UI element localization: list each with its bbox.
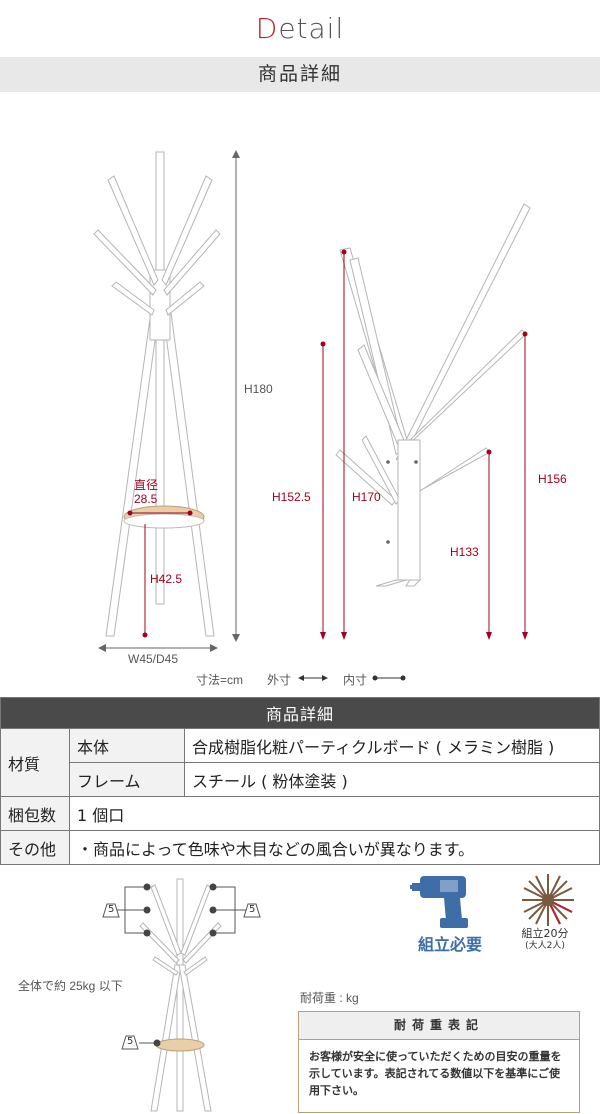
hook-h1525-label: H152.5	[272, 490, 311, 504]
weight-tag-tray-icon: 5	[121, 1034, 139, 1050]
tray-height-label: H42.5	[150, 572, 183, 586]
outer-arrow-icon	[298, 675, 328, 681]
width-depth-label: W45/D45	[128, 652, 179, 666]
load-notice-text: お客様が安全に使っていただくための目安の重量を示しています。表記されてる数値以下…	[309, 1050, 562, 1097]
clock-burst-icon	[522, 874, 574, 926]
diameter-label-line2: 28.5	[134, 492, 158, 506]
detail-title: Detail	[255, 12, 345, 45]
weight-tag-left-icon: 5	[102, 902, 120, 918]
hook-h156-label: H156	[538, 472, 567, 486]
unit-note: 寸法=cm	[196, 673, 244, 687]
hook-h133-label: H133	[450, 545, 479, 559]
assembly-time-value: 組立20分	[521, 927, 569, 940]
other-value: ・商品によって色味や木目などの風合いが異なります。	[69, 830, 600, 865]
frame-label: フレーム	[69, 762, 185, 797]
load-unit-label: 耐荷重 : kg	[300, 991, 359, 1005]
inner-line-icon	[372, 675, 406, 681]
spec-table-header: 商品詳細	[0, 697, 600, 729]
section-title: 商品詳細	[257, 63, 342, 85]
diameter-label-line1: 直径	[134, 478, 159, 492]
spec-table: 商品詳細 材質 本体 合成樹脂化粧パーティクルボード ( メラミン樹脂 ) フレ…	[0, 697, 600, 865]
assembly-time-label: 組立20分 (大人2人)	[515, 928, 575, 952]
diameter-label: 直径 28.5	[134, 478, 158, 506]
height-total-label: H180	[244, 382, 273, 396]
drill-icon	[410, 876, 468, 928]
weight-tag-left-value: 5	[108, 904, 115, 915]
inner-dimension-label: 内寸	[343, 673, 368, 687]
package-label: 梱包数	[0, 796, 70, 831]
frame-value: スチール ( 粉体塗装 )	[184, 762, 600, 797]
weight-tag-right-value: 5	[249, 904, 256, 915]
load-diagram	[113, 878, 247, 1112]
load-notice-box: 耐荷重表記 お客様が安全に使っていただくための目安の重量を示しています。表記され…	[298, 1011, 580, 1113]
assembly-people-value: (大人2人)	[525, 941, 565, 951]
body-value: 合成樹脂化粧パーティクルボード ( メラミン樹脂 )	[184, 728, 600, 763]
assembly-required-label: 組立必要	[417, 935, 482, 954]
other-label: その他	[0, 830, 70, 865]
weight-tag-tray-value: 5	[127, 1036, 134, 1047]
load-notice-title: 耐荷重表記	[299, 1012, 579, 1040]
body-label: 本体	[69, 728, 185, 763]
side-view-drawing	[320, 203, 531, 640]
weight-tag-right-icon: 5	[243, 902, 261, 918]
front-view-drawing	[93, 150, 240, 652]
package-value: 1 個口	[69, 796, 600, 831]
total-load-note: 全体で約 25kg 以下	[18, 979, 123, 993]
outer-dimension-label: 外寸	[267, 673, 292, 687]
section-band: 商品詳細	[0, 57, 600, 92]
material-label: 材質	[0, 728, 70, 797]
hook-h170-label: H170	[352, 490, 381, 504]
